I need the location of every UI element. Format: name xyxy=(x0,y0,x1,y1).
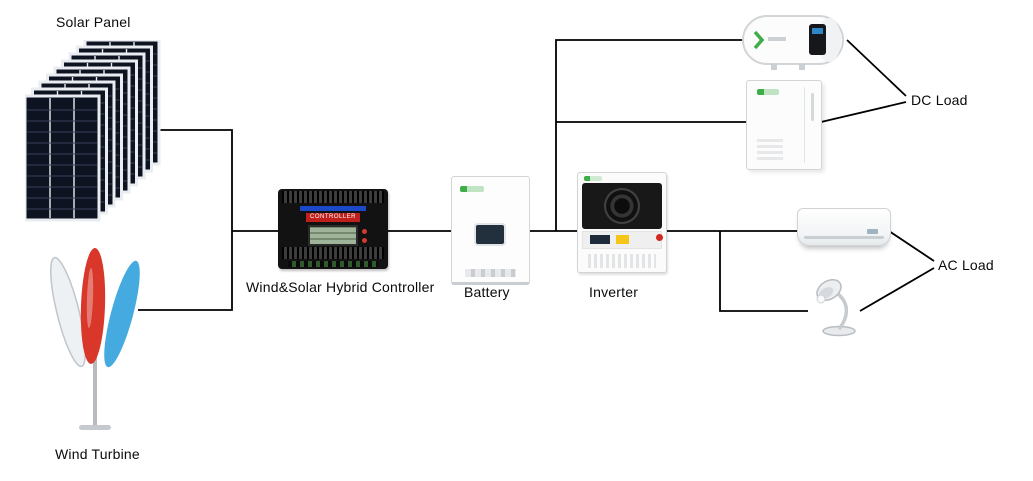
controller-blue-band xyxy=(300,206,366,211)
heater-brand-logo xyxy=(753,30,765,50)
ac-louver xyxy=(804,236,884,239)
warning-sticker xyxy=(616,235,629,244)
air-conditioner-icon xyxy=(797,208,891,246)
appliance-brand-logo xyxy=(757,89,779,95)
ac-display xyxy=(867,229,878,234)
controller-lcd-display xyxy=(308,225,358,246)
fan-icon xyxy=(603,187,641,225)
battery-terminals xyxy=(465,269,516,277)
water-heater-icon xyxy=(742,15,844,70)
inverter-brand-logo xyxy=(584,176,602,181)
desk-lamp-icon xyxy=(816,278,856,337)
wire-ac-to-ac-label xyxy=(888,230,935,262)
refrigerator-freezer-icon xyxy=(746,80,822,170)
inverter-display-strip xyxy=(582,231,662,249)
wire-inverter-to-lamp xyxy=(719,231,808,312)
wire-box-to-dc-label xyxy=(820,101,907,123)
battery-icon xyxy=(451,176,530,285)
controller-buttons xyxy=(362,229,367,243)
emergency-stop-button xyxy=(656,234,663,241)
inverter-lcd-display xyxy=(590,235,610,244)
controller-red-band: CONTROLLER xyxy=(306,213,360,222)
inverter-label: Inverter xyxy=(589,284,639,300)
controller-terminal-block xyxy=(288,261,378,267)
battery-lcd-display xyxy=(476,225,504,244)
inverter-icon xyxy=(577,172,667,273)
wind-turbine-icon xyxy=(50,248,140,430)
solar-panel-icon xyxy=(25,40,161,222)
dc-load-label: DC Load xyxy=(911,92,968,108)
battery-brand-logo xyxy=(460,186,484,192)
controller-label: Wind&Solar Hybrid Controller xyxy=(246,279,435,295)
inverter-front-panel xyxy=(582,183,662,229)
hybrid-controller-icon: CONTROLLER xyxy=(278,189,388,269)
heatsink-fins-top xyxy=(282,191,384,203)
wire-dc-to-heater xyxy=(555,39,744,231)
door-seam xyxy=(804,87,805,163)
wire-heater-to-dc-label xyxy=(846,39,907,97)
wire-sources-trunk xyxy=(138,129,233,311)
wire-lamp-to-ac-label xyxy=(859,267,935,312)
appliance-vents xyxy=(757,138,783,160)
ac-load-label: AC Load xyxy=(938,257,994,273)
inverter-vents xyxy=(588,254,656,268)
wind-turbine-label: Wind Turbine xyxy=(55,446,140,462)
battery-label: Battery xyxy=(464,284,510,300)
solar-panel-label: Solar Panel xyxy=(56,14,131,30)
heatsink-fins-bottom xyxy=(282,247,384,259)
door-handle xyxy=(811,93,814,121)
